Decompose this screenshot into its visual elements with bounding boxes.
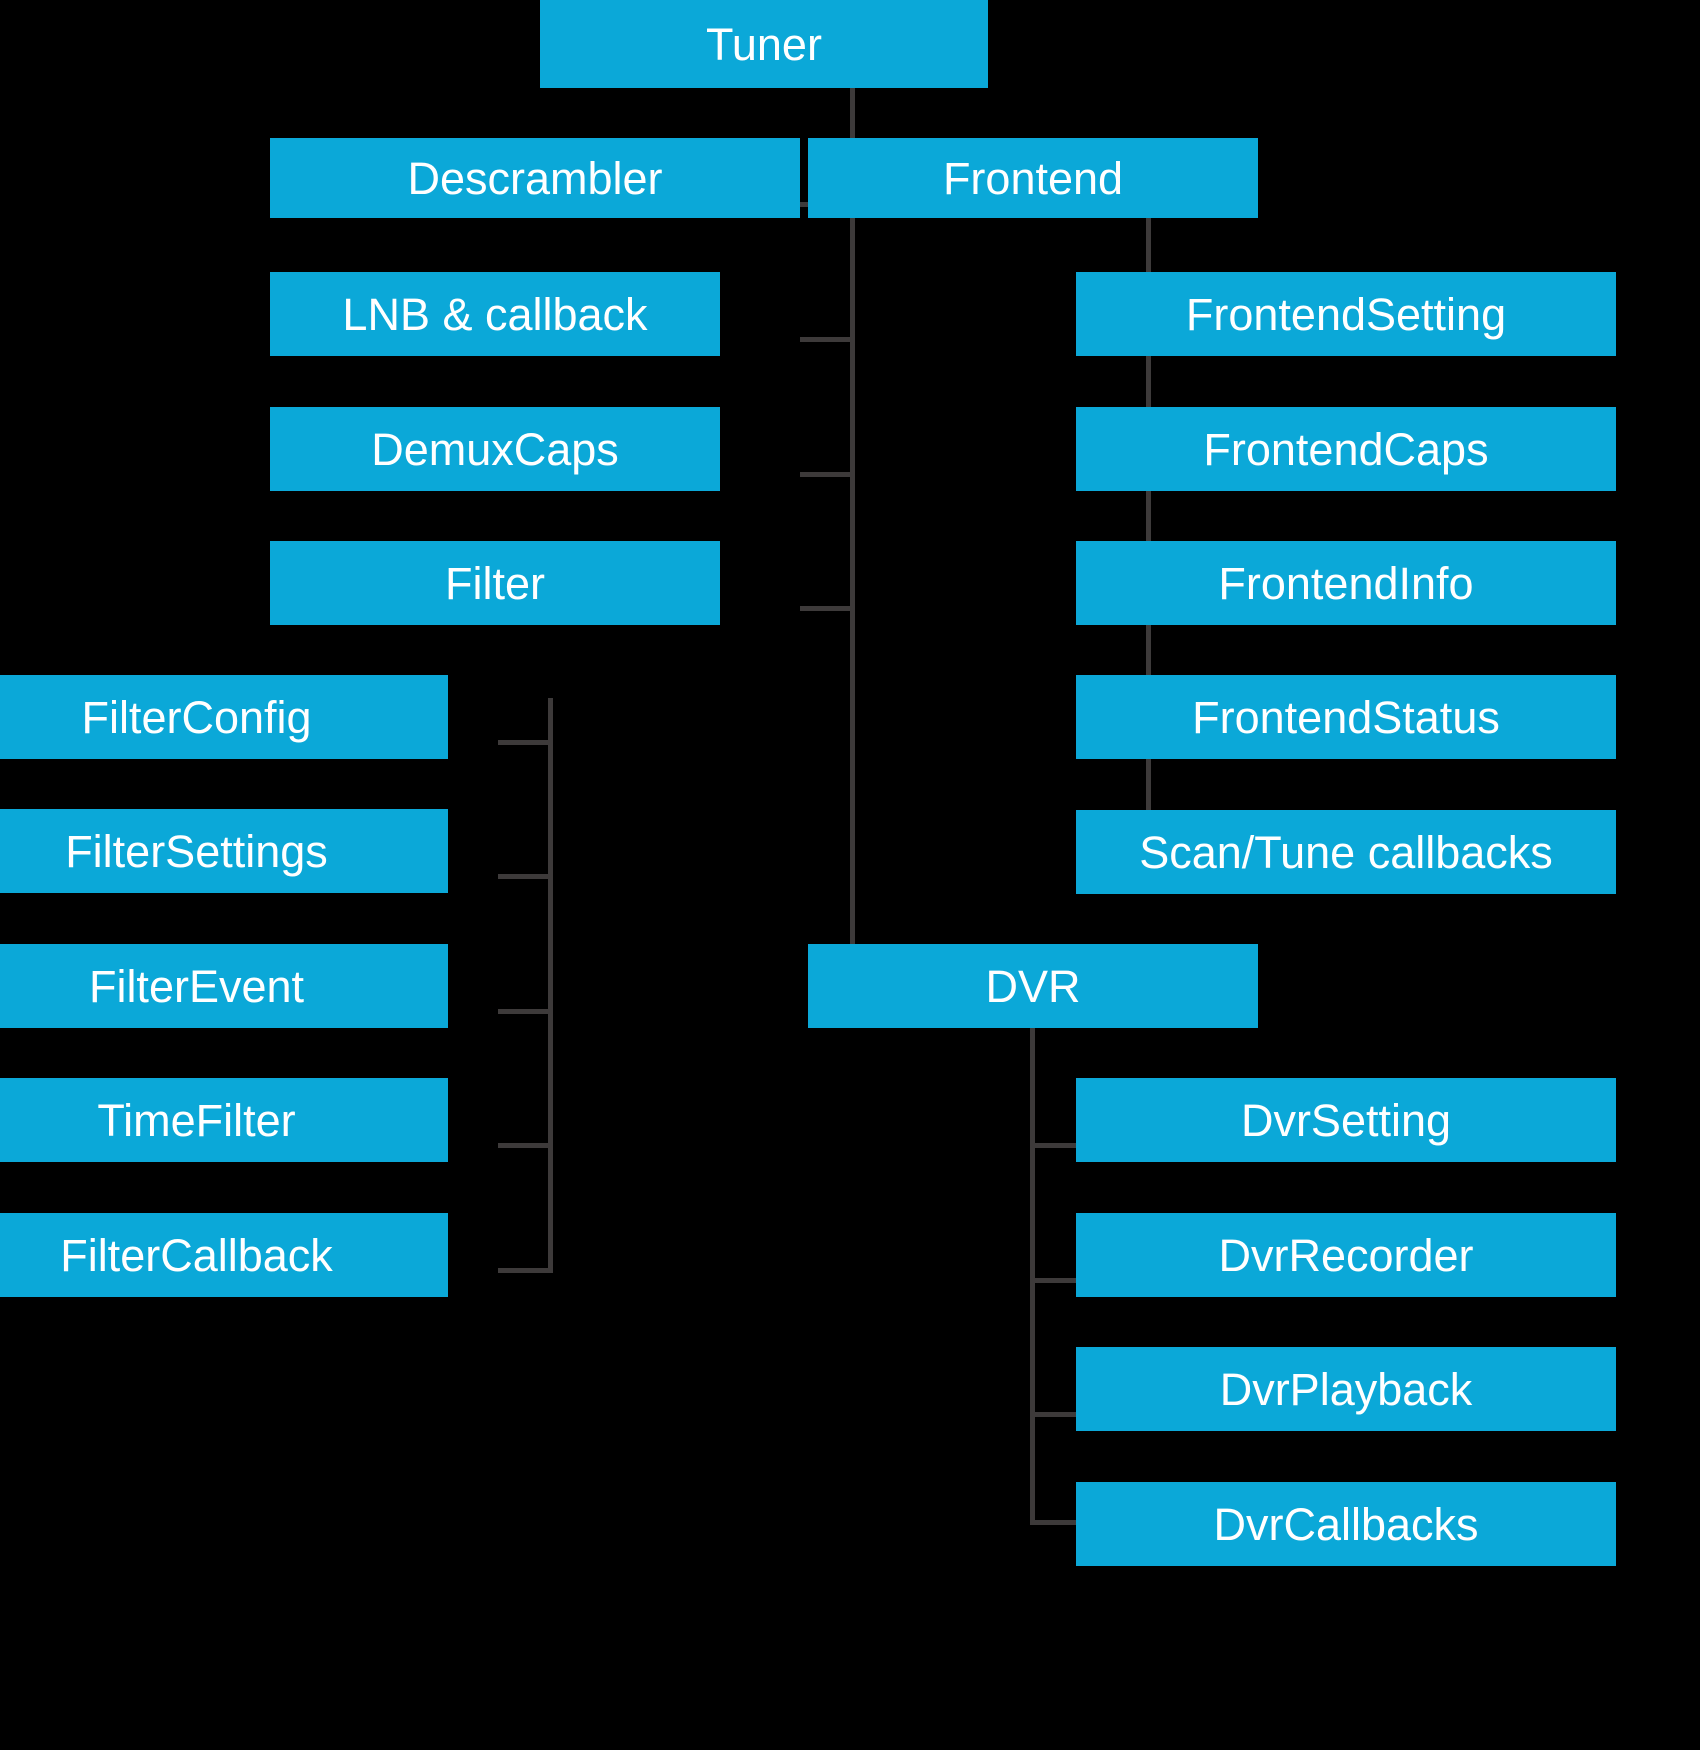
connector-dvr-to-dvrsetting — [1030, 1143, 1085, 1148]
node-dvrsetting[interactable]: DvrSetting — [1076, 1078, 1616, 1162]
connector-dvr-to-dvrplayback — [1030, 1412, 1085, 1417]
node-frontendsetting[interactable]: FrontendSetting — [1076, 272, 1616, 356]
node-filtercallback[interactable]: FilterCallback — [0, 1213, 448, 1297]
node-frontend[interactable]: Frontend — [808, 138, 1258, 218]
node-lnb-callback[interactable]: LNB & callback — [270, 272, 720, 356]
connector-filter-to-filtercallback — [498, 1268, 553, 1273]
node-frontendinfo[interactable]: FrontendInfo — [1076, 541, 1616, 625]
node-frontendstatus[interactable]: FrontendStatus — [1076, 675, 1616, 759]
node-dvrrecorder[interactable]: DvrRecorder — [1076, 1213, 1616, 1297]
connector-dvr-to-dvrcallbacks — [1030, 1520, 1085, 1525]
node-filter[interactable]: Filter — [270, 541, 720, 625]
node-timefilter[interactable]: TimeFilter — [0, 1078, 448, 1162]
connector-root-to-demuxcaps — [800, 472, 855, 477]
node-frontendcaps[interactable]: FrontendCaps — [1076, 407, 1616, 491]
node-filterevent[interactable]: FilterEvent — [0, 944, 448, 1028]
connector-root-to-filter — [800, 606, 855, 611]
connector-dvr-to-dvrrecorder — [1030, 1278, 1085, 1283]
node-dvrplayback[interactable]: DvrPlayback — [1076, 1347, 1616, 1431]
node-dvrcallbacks[interactable]: DvrCallbacks — [1076, 1482, 1616, 1566]
connector-filter-spine — [548, 698, 553, 1271]
connector-trunk-main — [850, 88, 855, 988]
connector-frontend-spine — [1146, 217, 1151, 857]
connector-filter-to-filterconfig — [498, 740, 553, 745]
node-filtersettings[interactable]: FilterSettings — [0, 809, 448, 893]
node-descrambler[interactable]: Descrambler — [270, 138, 800, 218]
connector-filter-to-timefilter — [498, 1143, 553, 1148]
node-dvr[interactable]: DVR — [808, 944, 1258, 1028]
connector-filter-to-filtersettings — [498, 874, 553, 879]
connector-root-to-lnb — [800, 337, 855, 342]
node-demuxcaps[interactable]: DemuxCaps — [270, 407, 720, 491]
connector-filter-to-filterevent — [498, 1009, 553, 1014]
node-tuner[interactable]: Tuner — [540, 0, 988, 88]
node-filterconfig[interactable]: FilterConfig — [0, 675, 448, 759]
node-scan-tune-callbacks[interactable]: Scan/Tune callbacks — [1076, 810, 1616, 894]
connector-dvr-spine — [1030, 1024, 1035, 1524]
